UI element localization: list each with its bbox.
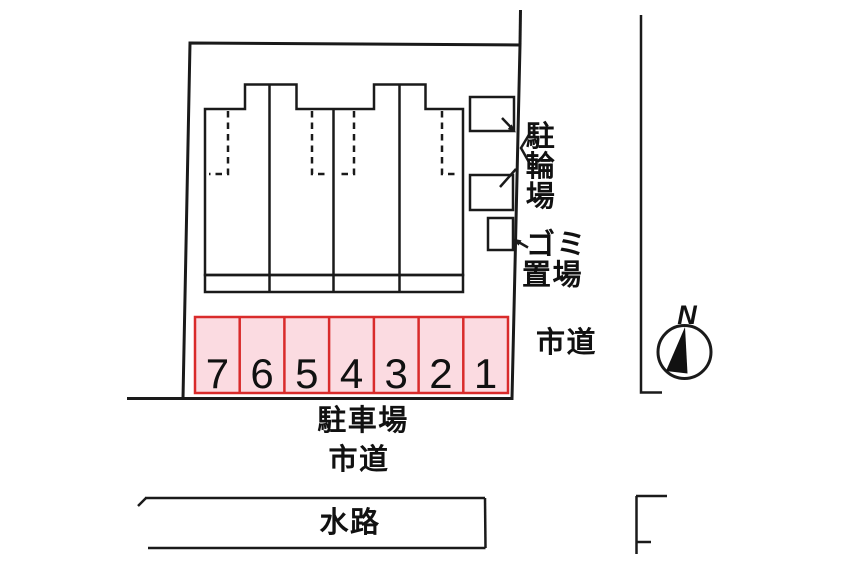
parking-outline: [193, 315, 510, 395]
garbage-area-label: ゴミ 置場: [522, 227, 597, 292]
garbage-area-label-line2: 置場: [522, 259, 583, 292]
waterway-right-segment: [635, 494, 667, 554]
city-road-right-label: 市道: [536, 325, 597, 359]
compass-north-label: N: [677, 300, 697, 330]
parking-space-number-7: 7: [206, 350, 229, 397]
bicycle-box-1: [468, 95, 516, 133]
parking-space-number-5: 5: [295, 350, 318, 397]
garbage-area-label-line1: ゴミ: [526, 227, 587, 261]
parking-lot-label: 駐車場: [317, 404, 409, 437]
city-road-right-boundary: [639, 15, 662, 394]
unit1-dashed-outline: [209, 111, 230, 176]
parking-area: 7 6 5 4 3 2 1: [193, 315, 510, 397]
parking-space-number-2: 2: [429, 350, 452, 397]
parking-space-number-6: 6: [250, 350, 273, 397]
parking-space-number-3: 3: [385, 350, 408, 397]
parking-space-number-1: 1: [474, 350, 497, 397]
bicycle-leader-arrowhead: [507, 124, 516, 133]
waterway: 水路: [137, 496, 487, 550]
city-road-bottom-label: 市道: [328, 442, 389, 476]
parking-space-dividers: [238, 317, 465, 393]
unit3-dashed-outline: [337, 111, 356, 176]
unit2-dashed-outline: [310, 111, 329, 176]
waterway-right-line: [483, 497, 487, 549]
north-needle: [666, 327, 688, 374]
garbage-box: [486, 216, 515, 252]
bicycle-leader-chevron: [519, 132, 532, 165]
compass: N: [656, 300, 713, 380]
waterway-left-tick: [137, 497, 147, 507]
road-edge-right-upper-extension: [518, 9, 522, 46]
parking-space-number-4: 4: [340, 350, 363, 397]
plot-boundary: [181, 41, 522, 400]
bicycle-leader-line-2: [499, 168, 517, 188]
compass-circle: [656, 324, 713, 380]
bicycle-box-2: [468, 173, 515, 212]
garbage-leader-arrowhead: [512, 238, 522, 246]
unit4-dashed-outline: [440, 111, 459, 176]
waterway-label: 水路: [319, 506, 380, 539]
bicycle-parking-label: 駐輪場: [526, 120, 557, 213]
